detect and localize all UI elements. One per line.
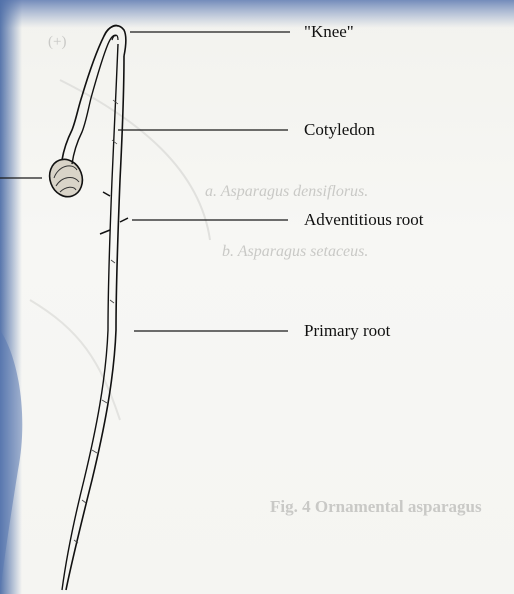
primary-root-label: Primary root	[304, 321, 391, 340]
ghost-sketch-line	[60, 80, 210, 240]
knee-label: "Knee"	[304, 22, 354, 41]
root-stipple	[74, 100, 118, 543]
top-blue-band	[0, 0, 514, 28]
cotyledon-stalk-inner	[72, 35, 116, 164]
primary-root-inner	[62, 44, 118, 590]
adventitious-root-label: Adventitious root	[304, 210, 424, 229]
cotyledon-stalk-outer	[62, 25, 118, 160]
ghost-caption-a: a. Asparagus densiflorus.	[205, 183, 368, 200]
ghost-caption-b: b. Asparagus setaceus.	[222, 243, 368, 260]
ghost-fig-marker: (+)	[48, 34, 66, 50]
ghost-fig-caption: Fig. 4 Ornamental asparagus	[270, 497, 482, 516]
adventitious-root-nubs	[100, 192, 128, 234]
primary-root-outer	[66, 56, 124, 590]
cotyledon-label: Cotyledon	[304, 120, 375, 139]
knee-curve-outer	[104, 26, 126, 56]
